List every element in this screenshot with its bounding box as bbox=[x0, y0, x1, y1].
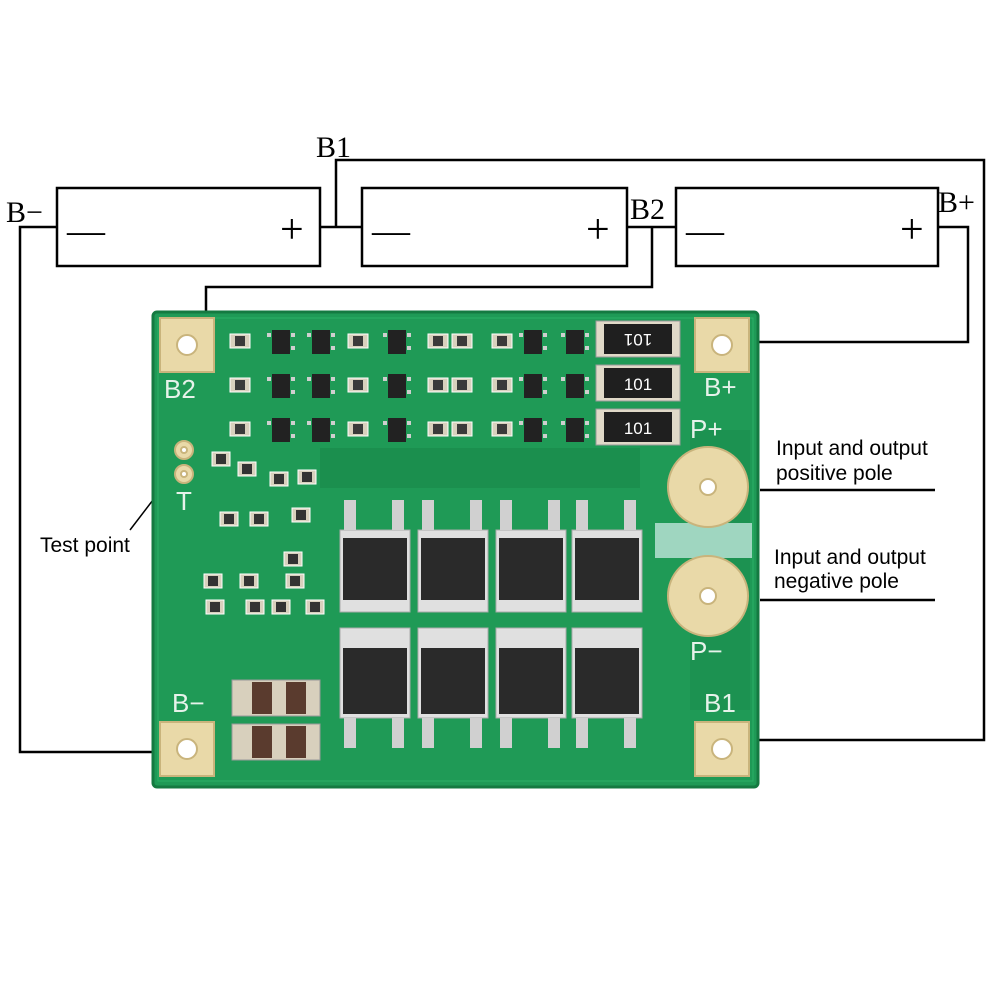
board-label-p-plus: P+ bbox=[690, 414, 723, 444]
mosfet bbox=[343, 648, 407, 714]
ic-chip bbox=[312, 374, 330, 398]
positive-pole-label-line2: positive pole bbox=[776, 462, 893, 485]
wire-b1 bbox=[320, 158, 986, 742]
mosfet bbox=[575, 648, 639, 714]
mosfet bbox=[421, 538, 485, 600]
ic-chip bbox=[524, 330, 542, 354]
ic-chip bbox=[388, 374, 406, 398]
pad-p-minus bbox=[667, 555, 749, 637]
ic-chip bbox=[272, 418, 290, 442]
battery-2-plus: + bbox=[586, 207, 610, 253]
mosfets bbox=[339, 500, 643, 748]
pad-p-plus bbox=[667, 446, 749, 528]
board-label-t: T bbox=[176, 486, 192, 516]
ic-chip bbox=[566, 418, 584, 442]
board-label-b1: B1 bbox=[704, 688, 736, 718]
pad-b1 bbox=[694, 721, 750, 777]
positive-pole-label-line1: Input and output bbox=[776, 437, 928, 460]
mosfet bbox=[343, 538, 407, 600]
mosfet bbox=[575, 538, 639, 600]
wire-b-plus bbox=[758, 225, 970, 344]
ic-chip bbox=[524, 418, 542, 442]
ic-chip bbox=[272, 330, 290, 354]
wiring bbox=[18, 158, 986, 754]
label-b-minus: B− bbox=[6, 196, 43, 229]
resistor-3-code: 101 bbox=[624, 419, 652, 438]
mosfet bbox=[421, 648, 485, 714]
test-point-label: Test point bbox=[40, 534, 130, 557]
ic-chip bbox=[566, 374, 584, 398]
battery-1-minus: — bbox=[66, 210, 106, 252]
ic-chip bbox=[312, 330, 330, 354]
battery-1-plus: + bbox=[280, 207, 304, 253]
battery-2-minus: — bbox=[371, 210, 411, 252]
pad-b2 bbox=[159, 317, 215, 373]
mosfet bbox=[499, 538, 563, 600]
label-b2: B2 bbox=[630, 193, 665, 226]
current-sense-strip bbox=[655, 523, 752, 558]
resistor-1-code: 101 bbox=[624, 330, 652, 349]
board-label-p-minus: P− bbox=[690, 636, 723, 666]
pads bbox=[159, 317, 750, 777]
battery-1: — + bbox=[55, 186, 322, 268]
pad-b-minus bbox=[159, 721, 215, 777]
negative-pole-label-line1: Input and output bbox=[774, 546, 926, 569]
wire-b2 bbox=[204, 225, 676, 318]
test-point-pads bbox=[174, 440, 194, 484]
battery-3-plus: + bbox=[900, 207, 924, 253]
smd-components bbox=[203, 330, 589, 615]
mosfet bbox=[499, 648, 563, 714]
ic-chip bbox=[388, 418, 406, 442]
negative-pole-label-line2: negative pole bbox=[774, 570, 899, 593]
resistor-1: 101 bbox=[595, 320, 681, 358]
ic-chip bbox=[524, 374, 542, 398]
ic-chip bbox=[388, 330, 406, 354]
label-b1: B1 bbox=[316, 131, 351, 164]
board-label-b-minus: B− bbox=[172, 688, 205, 718]
wire-b-minus bbox=[18, 225, 162, 754]
pad-b-plus bbox=[694, 317, 750, 373]
ic-chip bbox=[312, 418, 330, 442]
inductors bbox=[231, 679, 321, 761]
shunt-resistors: 101 101 101 bbox=[595, 320, 681, 446]
resistor-3: 101 bbox=[595, 408, 681, 446]
battery-3-minus: — bbox=[685, 210, 725, 252]
ic-chip bbox=[272, 374, 290, 398]
battery-3: — + bbox=[674, 186, 940, 268]
board-label-b2: B2 bbox=[164, 374, 196, 404]
battery-2: — + bbox=[360, 186, 629, 268]
ic-chip bbox=[566, 330, 584, 354]
resistor-2: 101 bbox=[595, 364, 681, 402]
label-b-plus: B+ bbox=[938, 186, 975, 219]
resistor-2-code: 101 bbox=[624, 375, 652, 394]
board-label-b-plus: B+ bbox=[704, 372, 737, 402]
